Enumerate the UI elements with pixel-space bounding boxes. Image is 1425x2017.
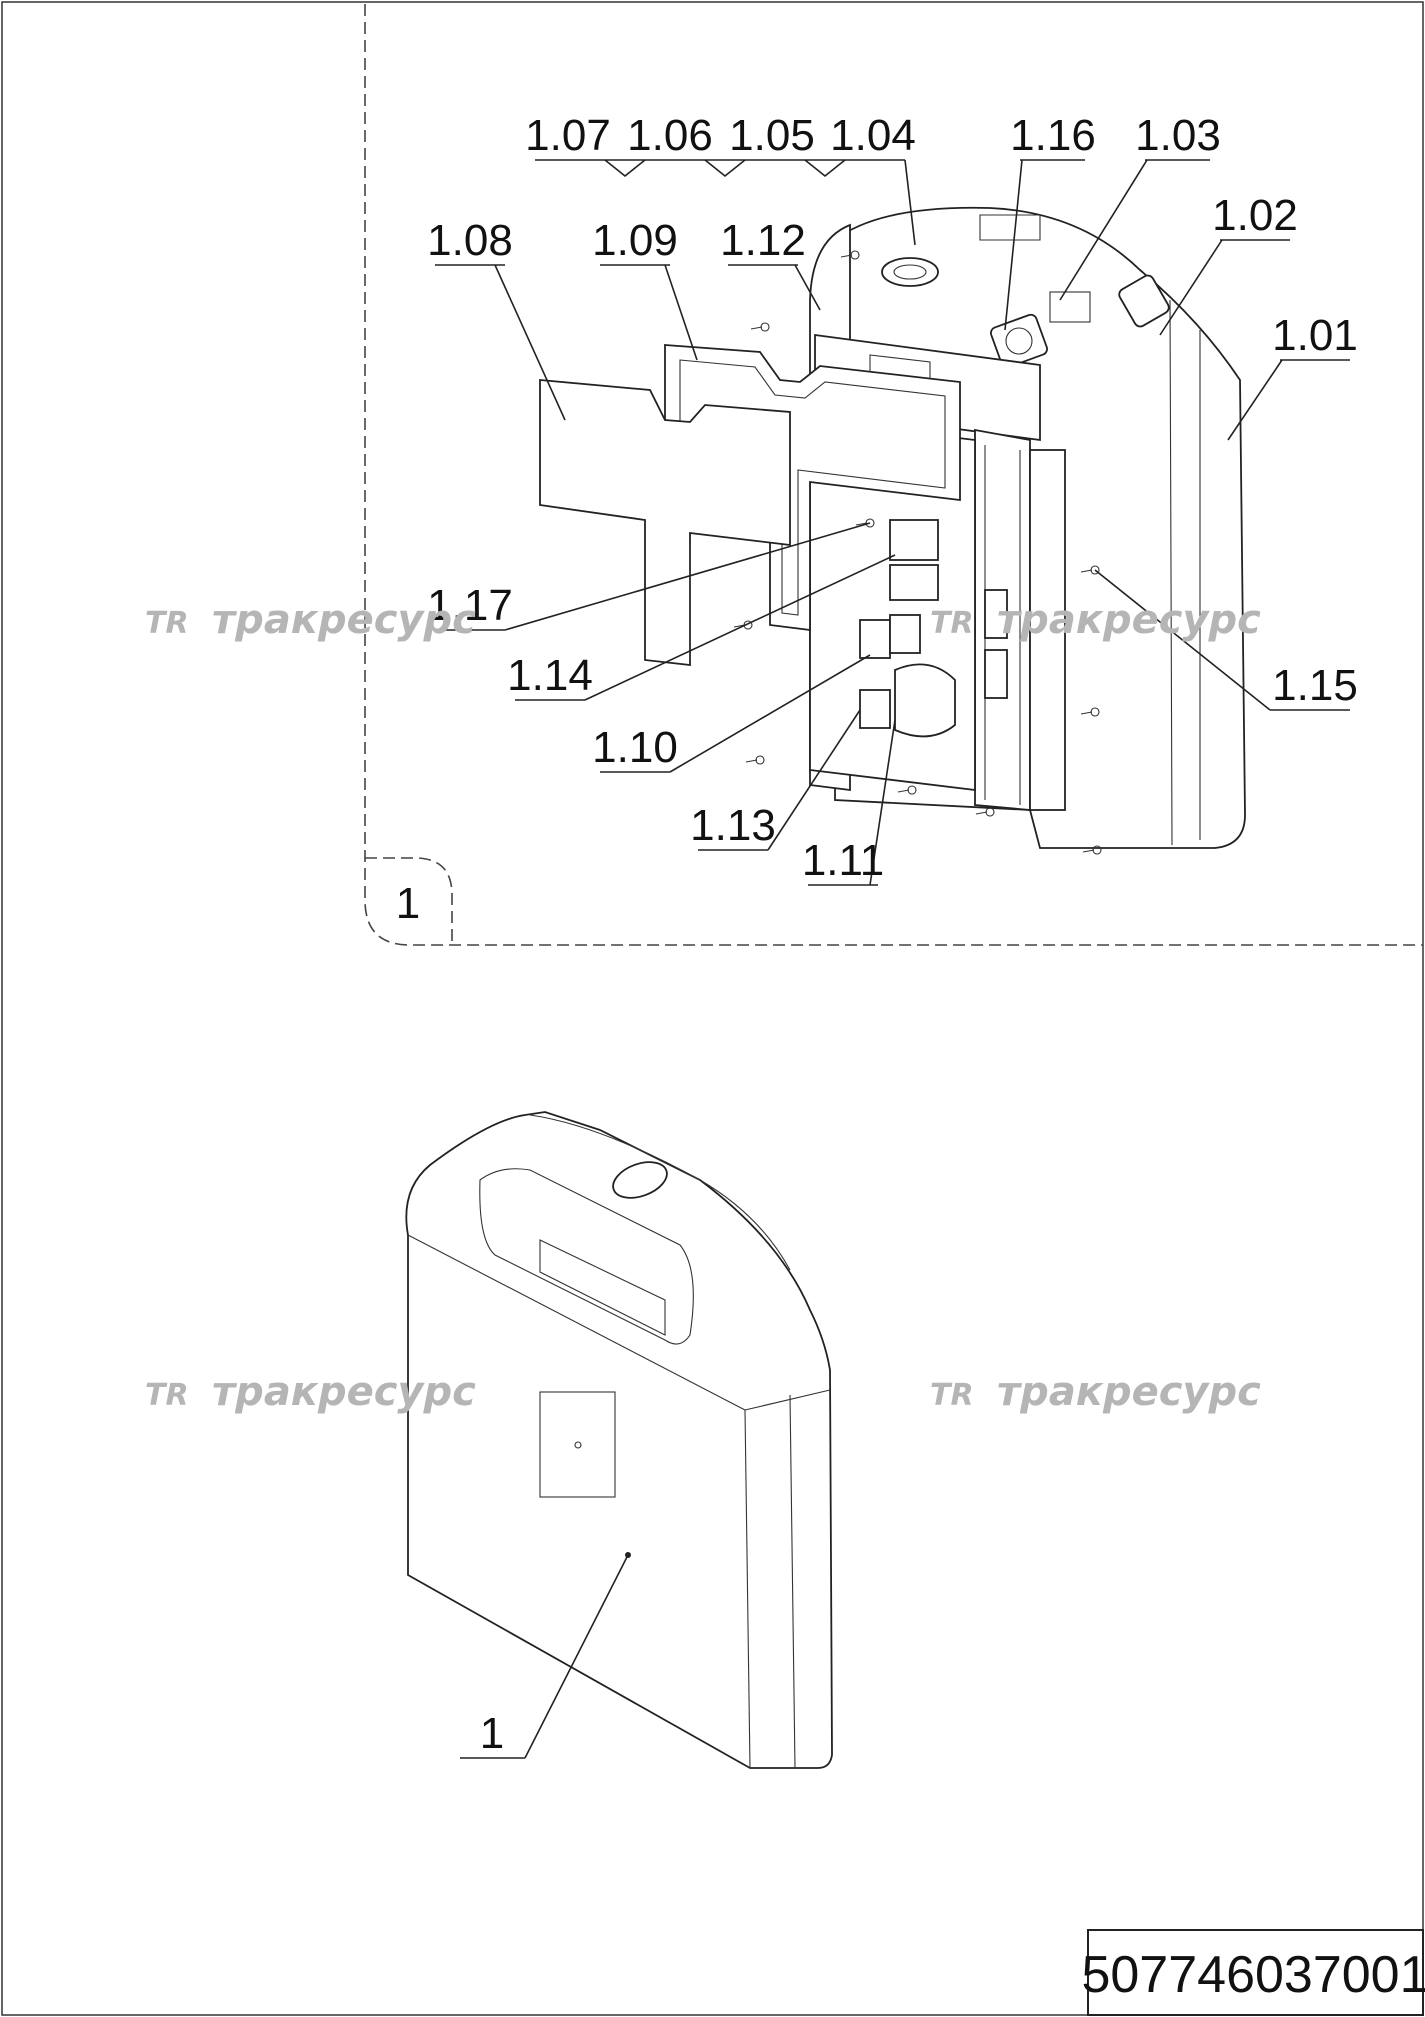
watermark-logo: TR [930, 1378, 974, 1413]
cover-plate [539, 379, 791, 667]
watermark-logo: TR [145, 606, 189, 641]
callout-1-16: 1.16 [1010, 111, 1096, 160]
watermark-2: TR тракресурс [930, 597, 1261, 643]
switch-1 [984, 589, 1008, 639]
case-label-plate [539, 1391, 616, 1498]
assembly-callout: 1 [480, 1709, 504, 1758]
callout-1-07: 1.07 [525, 111, 611, 160]
watermark-logo: TR [145, 1378, 189, 1413]
callouts: 1.07 1.06 1.05 1.04 1.16 1.03 1.02 1.01 … [427, 111, 1358, 886]
callout-1-09: 1.09 [592, 216, 678, 265]
callout-1-04: 1.04 [830, 111, 916, 160]
detail-view-boundary: 1 [364, 4, 1423, 946]
right-rail [1029, 449, 1066, 811]
watermark-logo: TR [930, 606, 974, 641]
part-number-box: 507746037001 [1081, 1929, 1425, 2016]
watermark-text: тракресурс [212, 1369, 476, 1415]
callout-1-10: 1.10 [592, 723, 678, 772]
callout-1-12: 1.12 [720, 216, 806, 265]
callout-1-15: 1.15 [1272, 661, 1358, 710]
detail-view-number: 1 [396, 879, 420, 928]
fuse-holder-2 [889, 614, 921, 654]
callout-1-14: 1.14 [507, 651, 593, 700]
exploded-assembly-view [539, 206, 1246, 855]
case-body [405, 1111, 833, 1769]
switch-2 [984, 649, 1008, 699]
capacitor [894, 663, 956, 738]
callout-1-02: 1.02 [1212, 191, 1298, 240]
watermark-text: тракресурс [997, 1369, 1261, 1415]
callout-1-05: 1.05 [729, 111, 815, 160]
callout-1-17: 1.17 [427, 581, 513, 630]
housing-label-plate [1049, 291, 1091, 323]
watermark-1: TR тракресурс [145, 597, 476, 643]
assembled-case-view: 1 [405, 1111, 833, 1769]
watermark-text: тракресурс [212, 597, 476, 643]
callout-1-03: 1.03 [1135, 111, 1221, 160]
fuse-holder-1 [859, 619, 891, 659]
callout-1-08: 1.08 [427, 216, 513, 265]
relay-module [889, 519, 939, 561]
callout-1-13: 1.13 [690, 801, 776, 850]
callout-1-01: 1.01 [1272, 311, 1358, 360]
watermark-text: тракресурс [997, 597, 1261, 643]
handle-seal [881, 257, 939, 287]
callout-1-06: 1.06 [627, 111, 713, 160]
watermark-4: TR тракресурс [930, 1369, 1261, 1415]
part-number: 507746037001 [1081, 1946, 1425, 2004]
callout-1-11: 1.11 [802, 836, 884, 885]
relay-module-2 [889, 564, 939, 601]
screws [733, 250, 1102, 855]
watermark-3: TR тракресурс [145, 1369, 476, 1415]
side-latch [1118, 274, 1170, 328]
case-handle-opening [479, 1168, 694, 1345]
fuse-holder-3 [859, 689, 891, 729]
case-latch [612, 1161, 668, 1199]
